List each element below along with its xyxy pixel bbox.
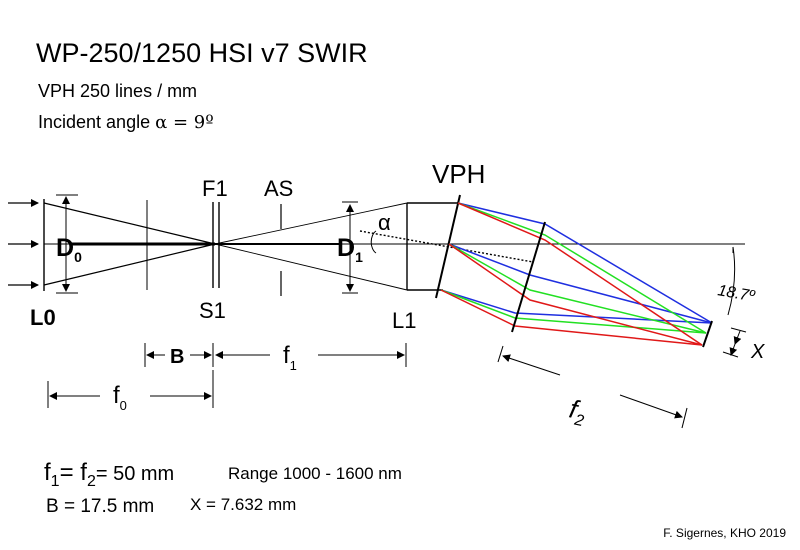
incident-angle-label: Incident angle — [38, 112, 151, 132]
f1-dimension — [215, 343, 407, 367]
label-l1: L1 — [392, 308, 416, 333]
label-f0-dim: f0 — [113, 382, 127, 413]
label-d1: D1 — [337, 234, 363, 265]
spec-b-value: B = 17.5 mm — [46, 496, 154, 517]
tilt-angle-arc — [727, 246, 736, 316]
label-18-7: 18.7º — [716, 282, 757, 305]
label-alpha: α — [378, 210, 391, 235]
grating-normal — [359, 230, 534, 263]
incident-angle-spec: Incident angle α = 9º — [38, 113, 214, 132]
incoming-light-arrows — [8, 199, 39, 289]
grating-spec: VPH 250 lines / mm — [38, 81, 198, 101]
label-f1-dim: f1 — [283, 342, 297, 373]
label-d0: D0 — [56, 234, 82, 265]
spec-x-value: X = 7.632 mm — [190, 495, 296, 514]
vph-grating — [435, 194, 461, 299]
diagram-title: WP-250/1250 HSI v7 SWIR — [36, 38, 368, 68]
lens-l1 — [406, 202, 458, 291]
f2-dimension — [497, 345, 688, 429]
dispersed-rays — [440, 202, 713, 346]
spec-range: Range 1000 - 1600 nm — [228, 464, 402, 483]
label-l0: L0 — [30, 305, 56, 330]
credit: F. Sigernes, KHO 2019 — [663, 526, 786, 540]
detector — [702, 320, 713, 348]
label-f1: F1 — [202, 176, 228, 201]
incident-angle-value: α = 9º — [155, 112, 214, 133]
label-f2-dim: f2 — [566, 394, 589, 431]
label-s1: S1 — [199, 298, 226, 323]
alpha-arc — [370, 230, 377, 254]
input-rays — [43, 202, 216, 286]
lens-l2 — [511, 221, 546, 333]
f0-dimension — [47, 370, 214, 408]
collimator-rays — [214, 202, 408, 291]
spec-focal-lengths: f1= f2= 50 mm — [44, 459, 174, 490]
label-as: AS — [264, 176, 293, 201]
b-dimension — [144, 343, 214, 367]
label-vph: VPH — [432, 159, 485, 189]
x-dimension — [722, 327, 747, 358]
label-b: B — [170, 346, 184, 368]
label-x: X — [750, 341, 765, 363]
